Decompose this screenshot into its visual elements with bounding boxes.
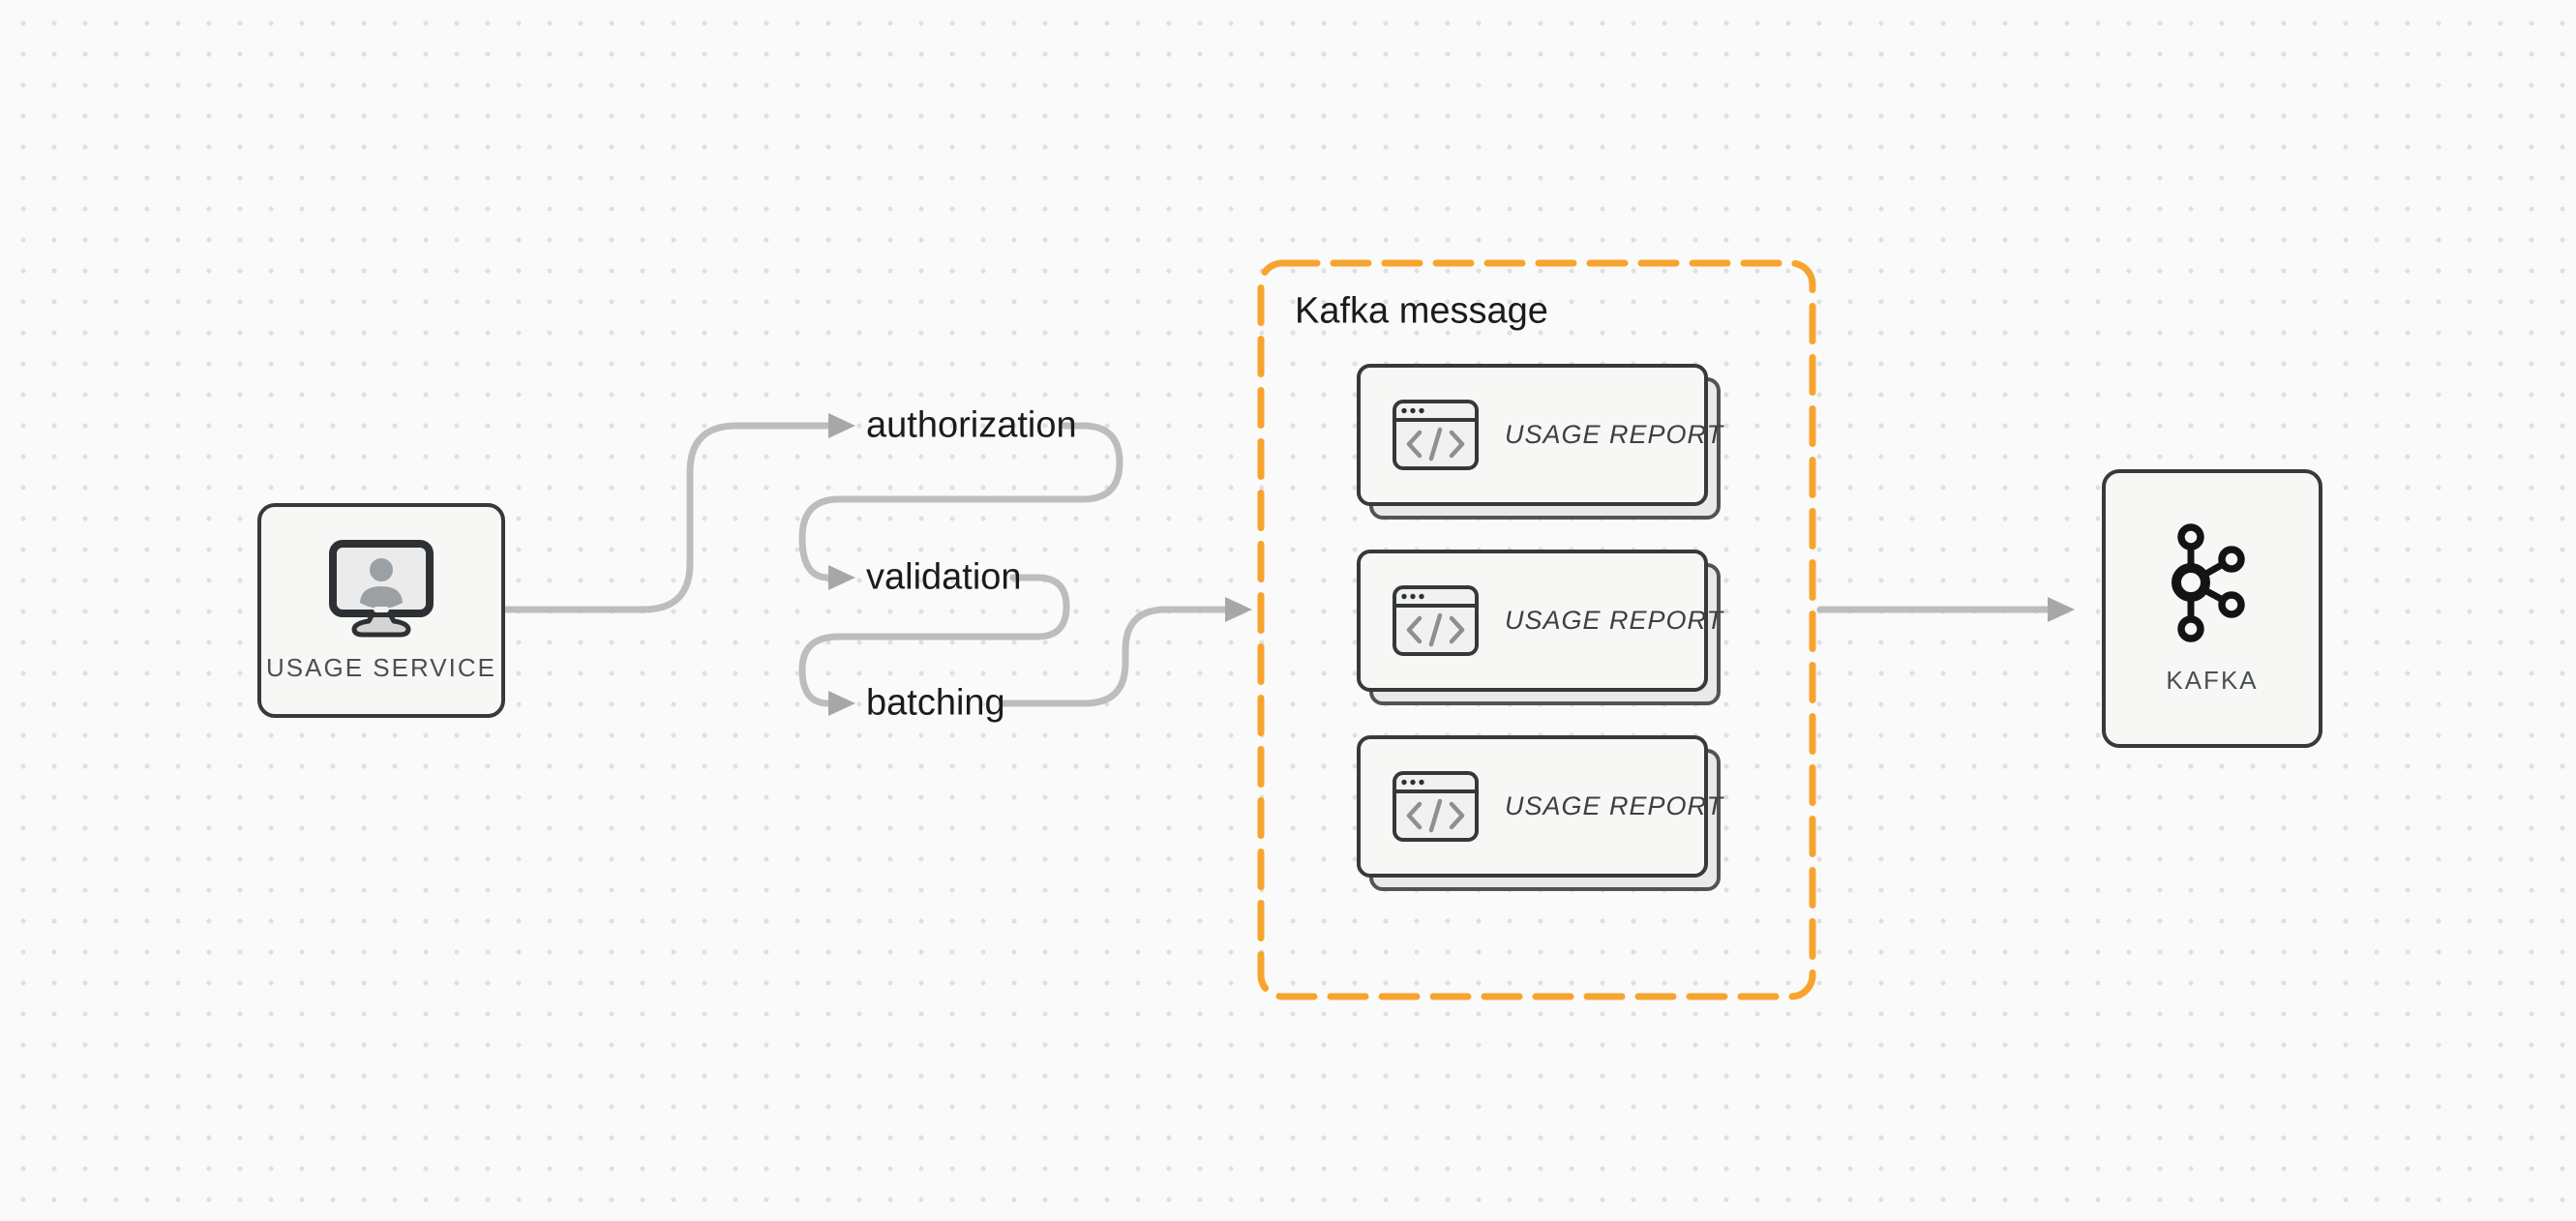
connector-validation-to-batching: [798, 574, 1070, 716]
monitor-user-icon: [329, 539, 434, 637]
usage-report-card: USAGE REPORT: [1357, 364, 1722, 520]
step-label-batching: batching: [866, 682, 1005, 724]
usage-report-label: USAGE REPORT: [1505, 791, 1724, 820]
kafka-message-group-title: Kafka message: [1295, 290, 1548, 332]
kafka-logo-icon: [2172, 522, 2245, 642]
usage-service-node: USAGE SERVICE: [257, 503, 505, 718]
kafka-label: KAFKA: [2166, 665, 2259, 695]
step-label-validation: validation: [866, 556, 1022, 598]
code-window-icon: [1393, 771, 1479, 842]
code-window-icon: [1393, 585, 1479, 656]
usage-report-card: USAGE REPORT: [1357, 735, 1722, 891]
code-window-icon: [1393, 400, 1479, 470]
step-label-authorization: authorization: [866, 404, 1077, 446]
usage-report-label: USAGE REPORT: [1505, 420, 1724, 449]
usage-report-label: USAGE REPORT: [1505, 606, 1724, 635]
kafka-node: KAFKA: [2102, 469, 2322, 748]
kafka-message-group-border: [1257, 259, 1816, 1000]
connector-usage-service-to-authorization: [501, 413, 855, 613]
usage-service-label: USAGE SERVICE: [266, 652, 496, 682]
connector-batching-to-kafka-message: [998, 597, 1252, 707]
usage-report-card: USAGE REPORT: [1357, 550, 1722, 705]
connector-authorization-to-validation: [798, 422, 1123, 590]
